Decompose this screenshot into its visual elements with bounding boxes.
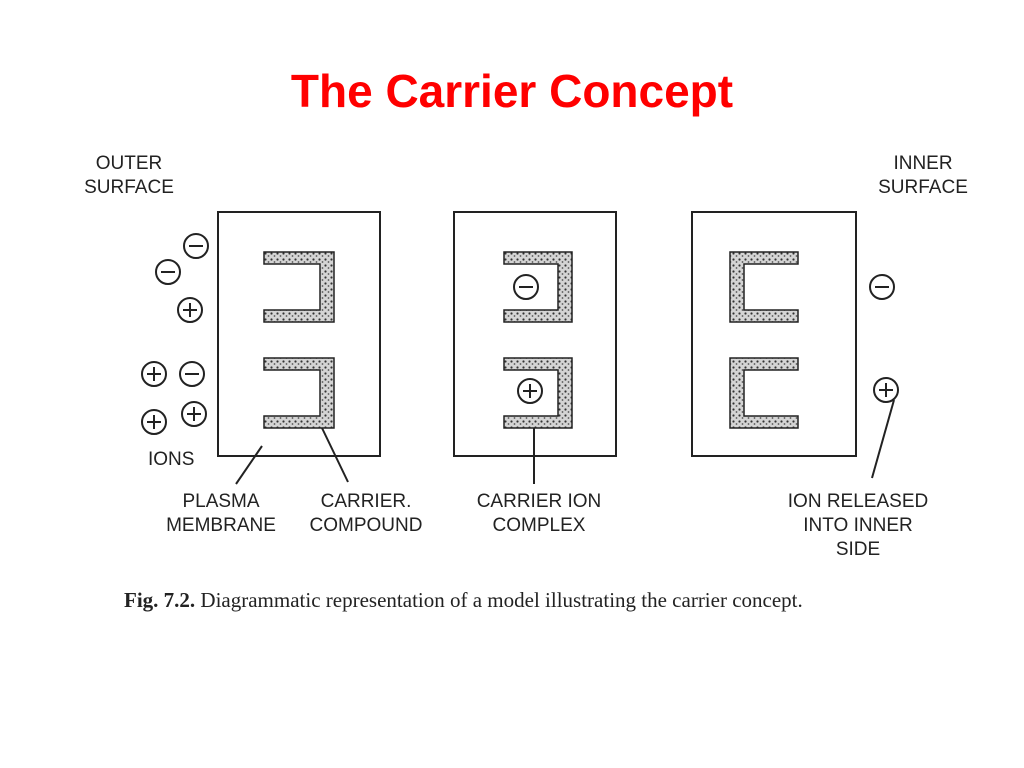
membrane-box-3 (691, 211, 857, 457)
positive-ion-icon (181, 401, 207, 427)
carrier-ion-complex-2a (503, 251, 573, 323)
negative-ion-icon (155, 259, 181, 285)
ion-released-pointer (871, 399, 895, 479)
negative-ion-icon (869, 274, 895, 300)
positive-ion-icon (177, 297, 203, 323)
figure-caption: Fig. 7.2. Diagrammatic representation of… (124, 588, 964, 613)
positive-ion-icon (141, 361, 167, 387)
membrane-box-1 (217, 211, 381, 457)
plasma-membrane-pointer (235, 445, 263, 485)
ion-group (141, 233, 899, 435)
figure-number: Fig. 7.2. (124, 588, 196, 612)
negative-ion-icon (513, 274, 539, 300)
carrier-compound-1a (263, 251, 335, 323)
carrier-ion-complex-2b (503, 357, 573, 429)
carrier-compound-label: CARRIER.COMPOUND (309, 491, 423, 536)
carrier-compound-1b (263, 357, 335, 429)
ions-label: IONS (148, 449, 195, 470)
figure-caption-text: Diagrammatic representation of a model i… (200, 588, 803, 612)
positive-ion-icon (873, 377, 899, 403)
page-title: The Carrier Concept (290, 65, 734, 117)
positive-ion-icon (517, 378, 543, 404)
carrier-compound-3a (729, 251, 799, 323)
negative-ion-icon (183, 233, 209, 259)
positive-ion-icon (141, 409, 167, 435)
negative-ion-icon (179, 361, 205, 387)
carrier-compound-3b (729, 357, 799, 429)
carrier-compound-pointer (321, 427, 349, 483)
